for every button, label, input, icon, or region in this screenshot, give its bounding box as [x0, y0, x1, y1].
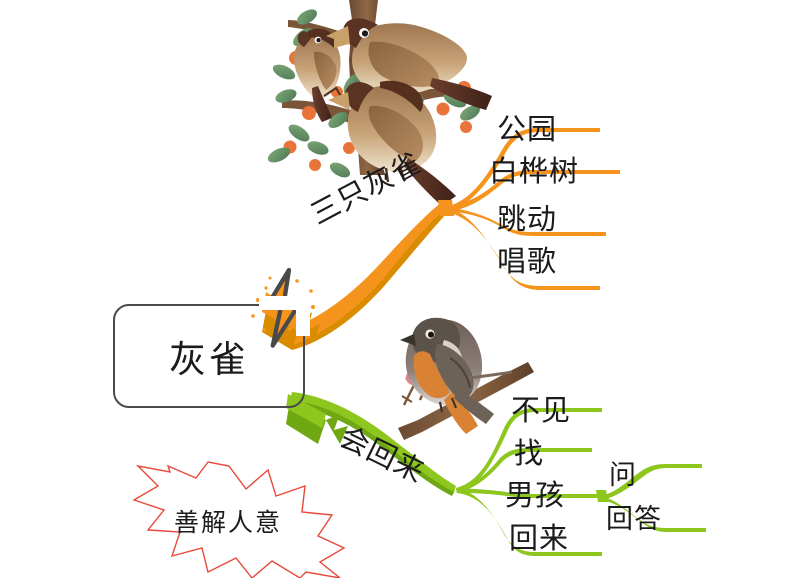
bird-upper-right: [326, 18, 492, 110]
leaf-label-missing[interactable]: 不见: [511, 395, 572, 427]
leaf-label-search[interactable]: 找: [514, 438, 545, 470]
leaf-label-park[interactable]: 公园: [497, 114, 558, 146]
starburst-label: 善解人意: [174, 509, 283, 537]
leaf-label-boy[interactable]: 男孩: [505, 480, 566, 512]
bird-lower-center: [328, 80, 456, 206]
central-node-label: 灰雀: [169, 339, 249, 380]
single-bird-on-branch-illustration: [398, 317, 534, 440]
leaf-label-answer[interactable]: 回答: [606, 504, 662, 534]
node-border-mask-right: [296, 300, 310, 336]
leaf-label-singing[interactable]: 唱歌: [497, 246, 558, 278]
leaf-label-come-back[interactable]: 回来: [509, 523, 570, 555]
central-node-box[interactable]: [113, 304, 305, 408]
leaf-label-ask[interactable]: 问: [609, 460, 637, 490]
branch-green-group[interactable]: [286, 392, 706, 556]
leaf-label-hopping[interactable]: 跳动: [497, 204, 558, 236]
bird-upper-left: [294, 28, 352, 122]
leaf-label-birch-tree[interactable]: 白桦树: [489, 156, 580, 188]
three-birds-on-branch-illustration: [267, 0, 492, 206]
starburst-shape: [132, 461, 346, 578]
node-border-mask-top: [259, 296, 307, 310]
